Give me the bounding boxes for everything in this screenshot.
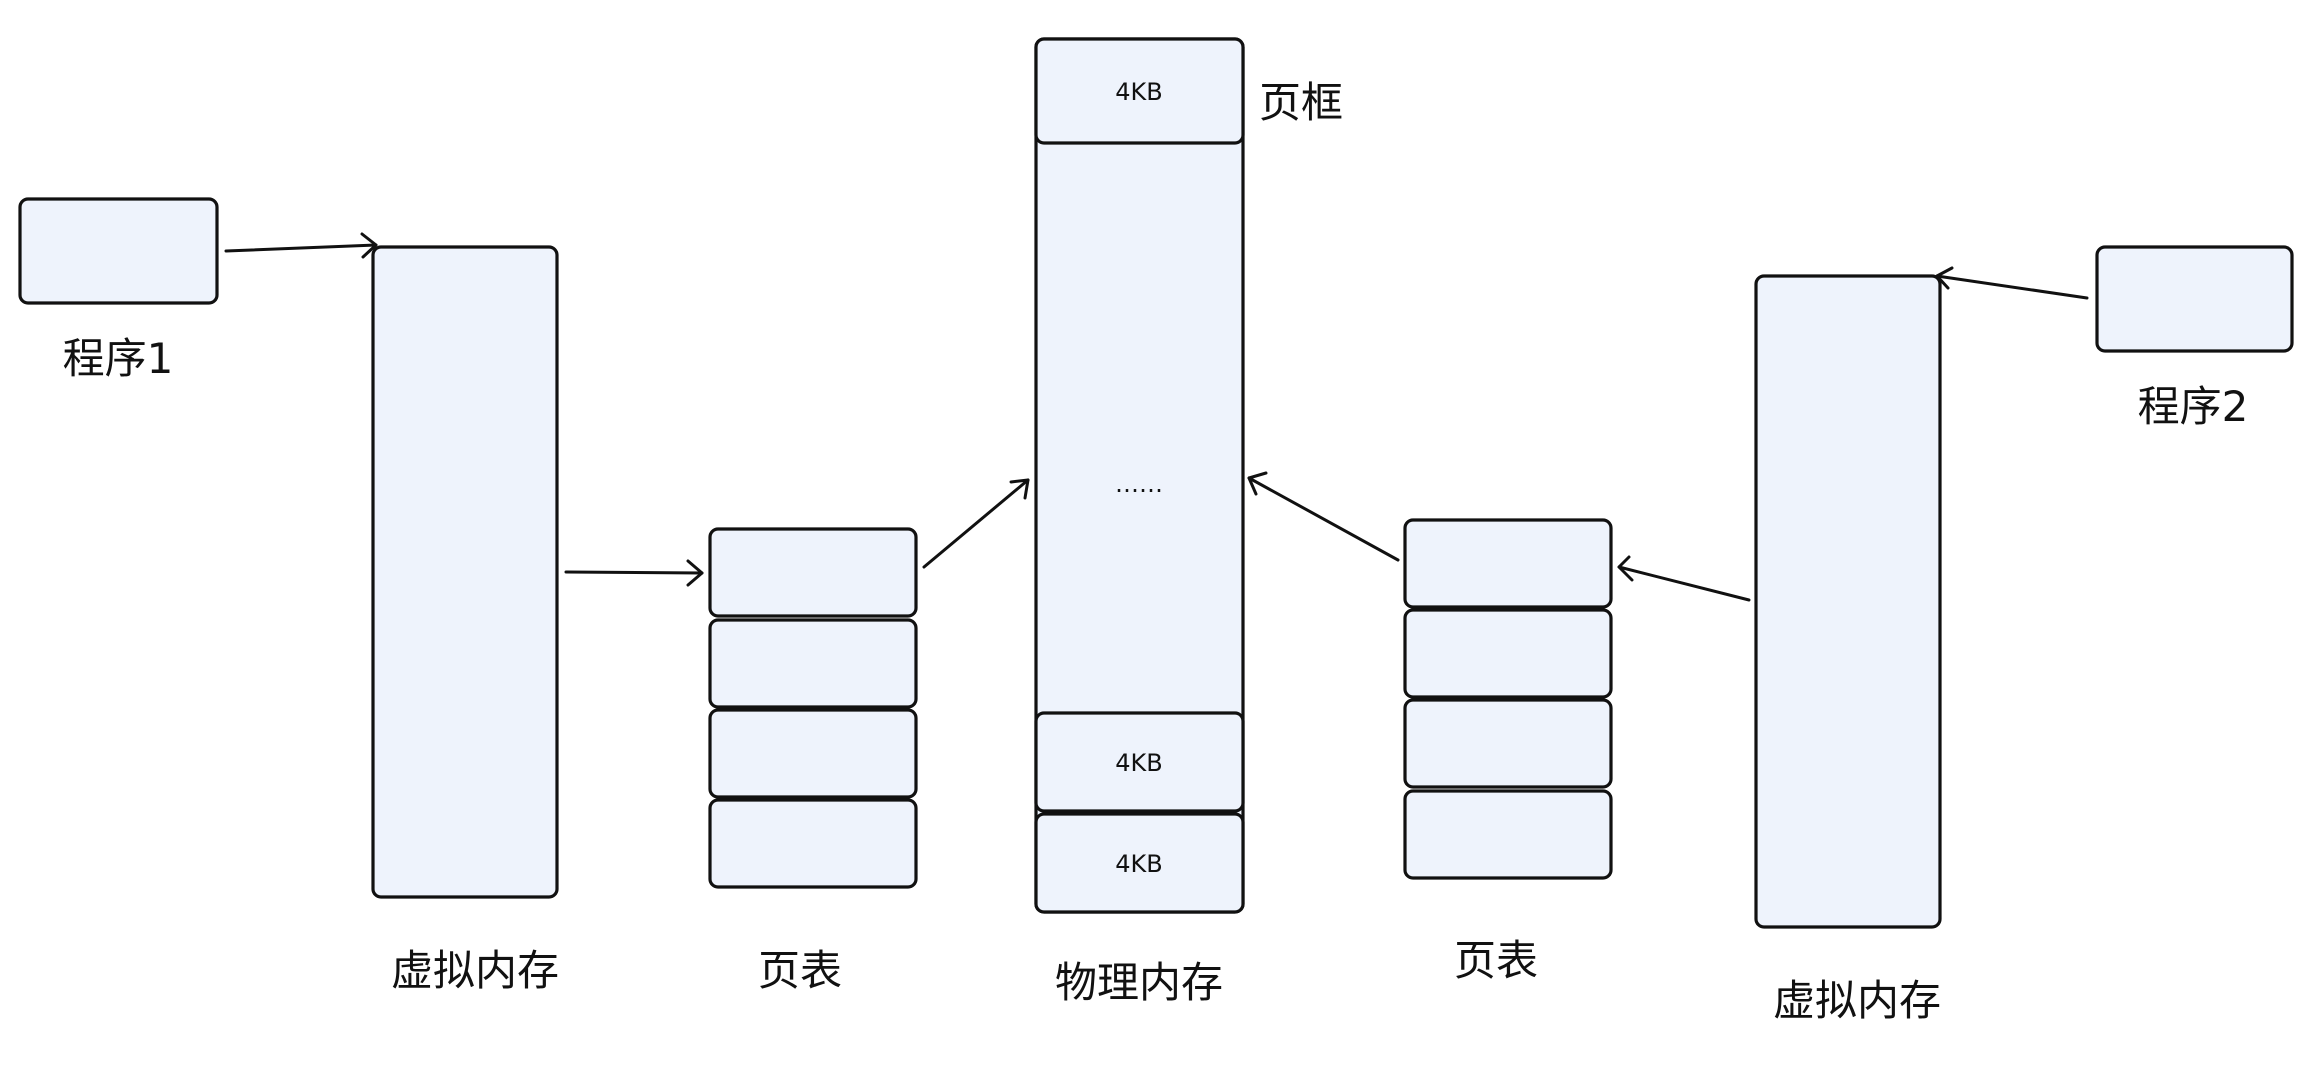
page-frame-label: 页框: [1259, 78, 1343, 127]
arrow-program1-to-vm: [224, 232, 378, 259]
program1-label: 程序1: [63, 334, 174, 383]
arrow-page-table-right-to-physical: [1247, 471, 1400, 562]
virtual-memory-left-box: [371, 245, 559, 899]
physical-memory-frame: [1034, 711, 1245, 813]
physical-memory-frame-size: 4KB: [1115, 749, 1162, 777]
arrow-vm-to-page-table-right: [1617, 555, 1751, 602]
program1-box: [18, 197, 219, 305]
physical-memory-frame-size: 4KB: [1115, 850, 1162, 878]
page-table-right: [1403, 518, 1613, 880]
page-table-right-entry: [1403, 518, 1613, 609]
program2-box: [2095, 245, 2294, 353]
virtual-memory-left-label: 虚拟内存: [391, 946, 559, 995]
physical-memory-frame: [1034, 812, 1245, 914]
page-table-left: [708, 527, 918, 889]
physical-memory-top-frame: [1034, 37, 1245, 145]
arrow-vm-to-page-table-left: [564, 559, 704, 587]
page-table-left-entry: [708, 618, 918, 709]
program2-label: 程序2: [2138, 382, 2249, 431]
physical-memory-label: 物理内存: [1055, 958, 1223, 1007]
physical-memory: 4KB …… 4KB 4KB: [1034, 37, 1245, 914]
physical-memory-top-frame-size: 4KB: [1115, 78, 1162, 106]
virtual-memory-right-label: 虚拟内存: [1773, 976, 1941, 1025]
arrow-program2-to-vm: [1935, 266, 2089, 300]
page-table-right-entry: [1403, 698, 1613, 789]
page-table-left-entry: [708, 798, 918, 889]
page-table-right-entry: [1403, 608, 1613, 699]
page-table-left-entry: [708, 527, 918, 618]
physical-memory-ellipsis: ……: [1115, 470, 1163, 498]
page-table-left-entry: [708, 708, 918, 799]
page-table-right-entry: [1403, 789, 1613, 880]
page-table-right-label: 页表: [1454, 936, 1538, 985]
virtual-memory-right-box: [1754, 274, 1942, 929]
page-table-left-label: 页表: [758, 946, 842, 995]
arrow-page-table-left-to-physical: [922, 478, 1030, 569]
